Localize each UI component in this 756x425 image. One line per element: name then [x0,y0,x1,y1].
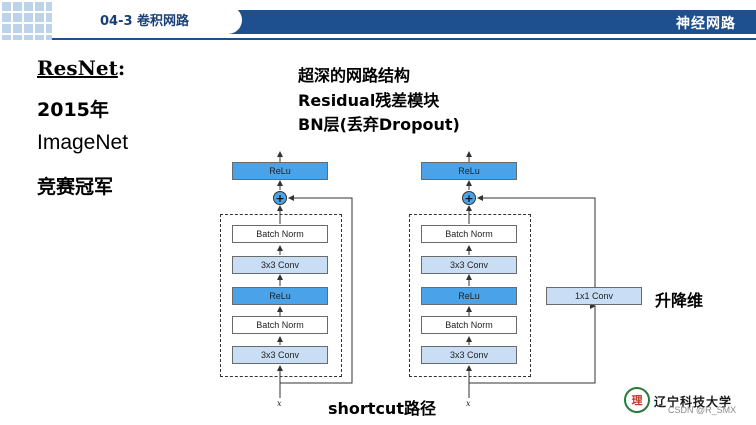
batchnorm-left-2: Batch Norm [232,225,328,243]
point-3: BN层(丢弃Dropout) [298,115,460,134]
conv3x3-right-1: 3x3 Conv [421,346,517,364]
year-text: 2015年 [37,99,109,121]
award-text: 竞赛冠军 [37,176,114,198]
university-name: 辽宁科技大学 [654,395,733,409]
residual-block-left-frame [220,214,342,377]
add-node-left: + [273,191,287,205]
batchnorm-right-1: Batch Norm [421,316,517,334]
input-x-left: x [277,399,282,408]
title-colon: : [117,56,126,80]
input-x-right: x [466,399,471,408]
relu-output-left: ReLu [232,162,328,180]
relu-output-right: ReLu [421,162,517,180]
dimension-change-note: 升降维 [655,291,704,310]
shortcut-label: shortcut路径 [328,399,436,418]
residual-block-right-frame [409,214,531,377]
watermark: CSDN @R_SMX [668,405,737,415]
conv1x1-shortcut: 1x1 Conv [546,287,642,305]
header-underline [52,38,756,40]
resnet-title: ResNet: [37,56,125,80]
point-2: Residual残差模块 [298,91,440,110]
conv3x3-left-2: 3x3 Conv [232,256,328,274]
batchnorm-left-1: Batch Norm [232,316,328,334]
university-logo-icon: 理 [624,387,650,413]
header-title-pill [52,6,242,34]
conv3x3-right-2: 3x3 Conv [421,256,517,274]
dataset-text: ImageNet [37,131,129,154]
course-title: 神经网路 [676,16,736,32]
resnet-name: ResNet [37,56,118,80]
slide-section-title: 04-3 卷积网路 [100,14,190,29]
relu-right-mid: ReLu [421,287,517,305]
batchnorm-right-2: Batch Norm [421,225,517,243]
header-grid-decoration [0,0,52,40]
relu-left-mid: ReLu [232,287,328,305]
point-1: 超深的网路结构 [298,66,411,85]
conv3x3-left-1: 3x3 Conv [232,346,328,364]
add-node-right: + [462,191,476,205]
